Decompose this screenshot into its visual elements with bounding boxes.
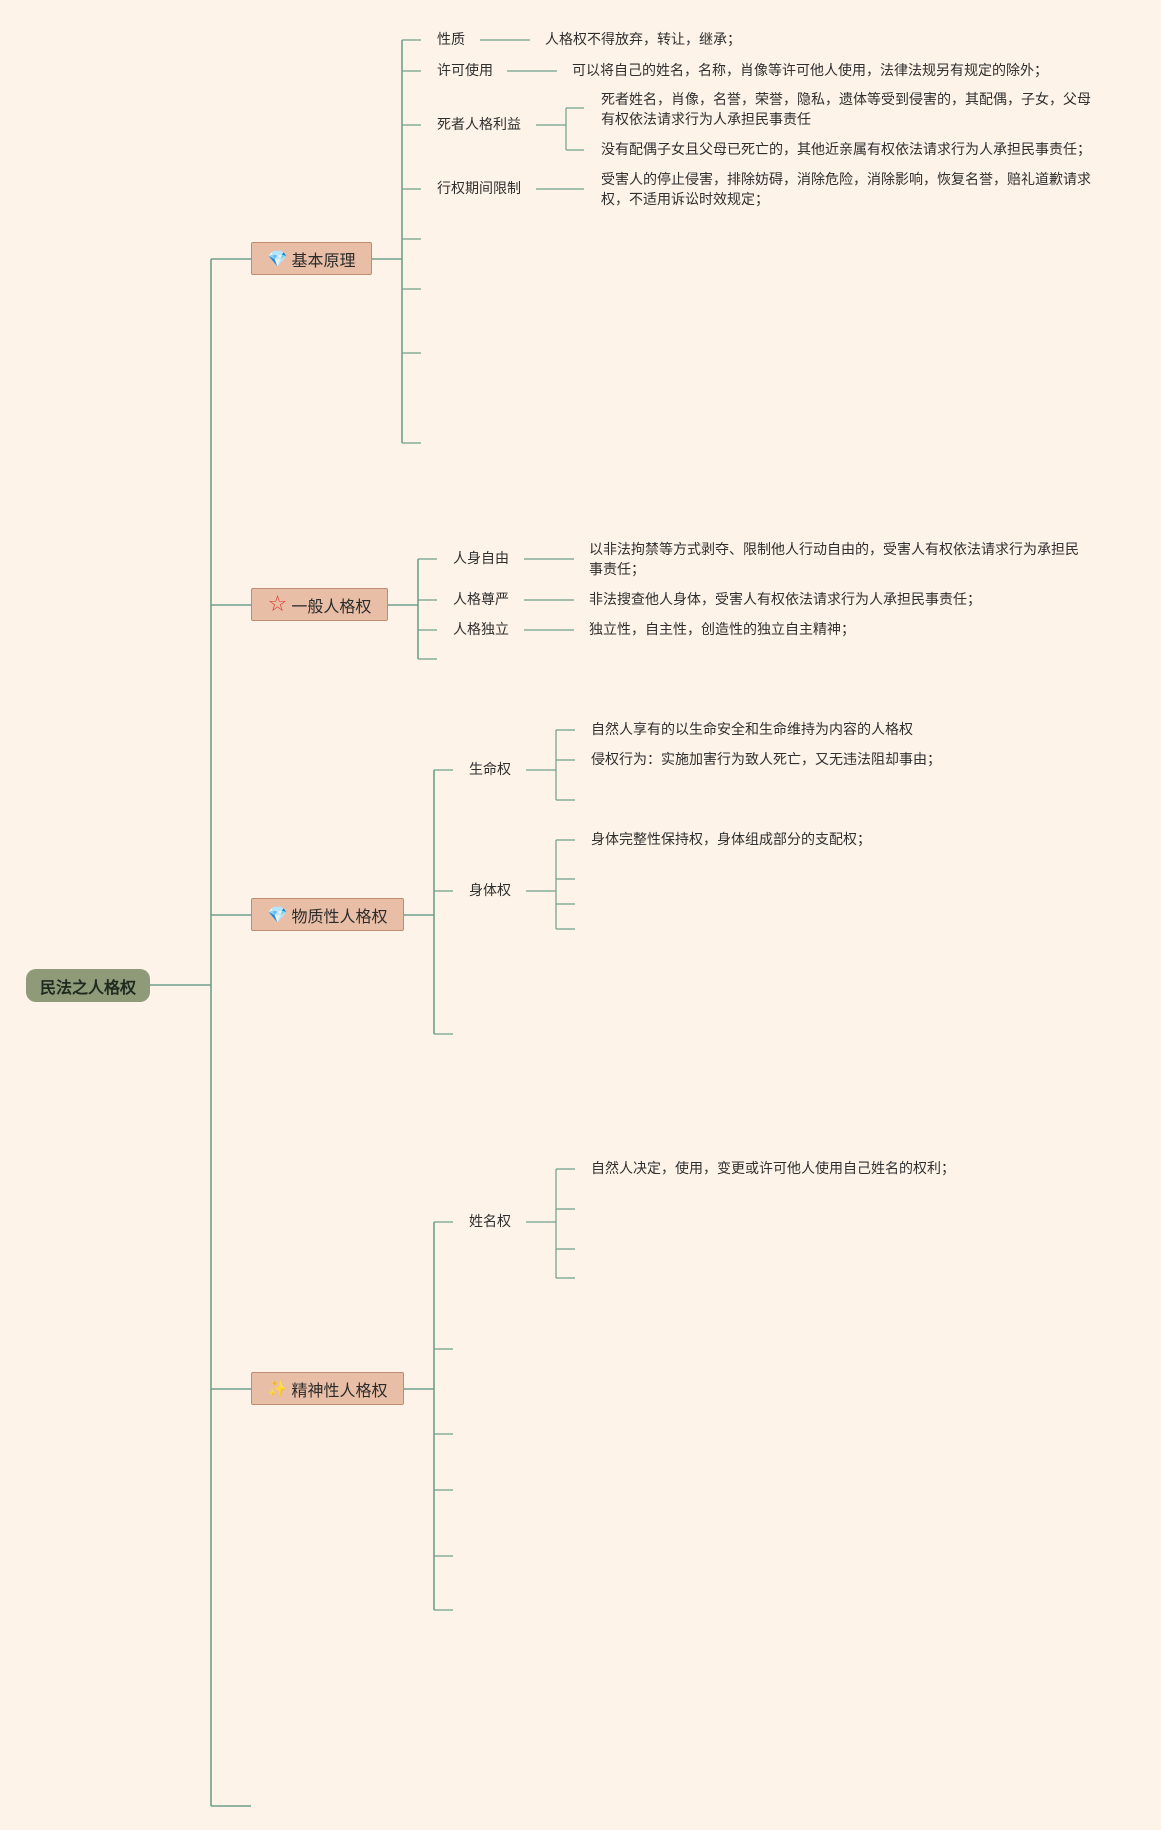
detail-right-to-body: 身体完整性保持权，身体组成部分的支配权； — [591, 832, 871, 848]
star-icon: ☆ — [267, 591, 288, 617]
topic-personal-independence[interactable]: 人格独立 — [453, 622, 509, 638]
topic-deceased-interests[interactable]: 死者人格利益 — [437, 117, 521, 133]
branch-label: 一般人格权 — [291, 596, 372, 616]
sparkle-icon: ✨ — [267, 1378, 288, 1398]
branch-label: 精神性人格权 — [291, 1380, 388, 1400]
detail-nature: 人格权不得放弃，转让，继承； — [545, 32, 741, 48]
b4-sub1 — [526, 1168, 575, 1279]
topic-licensed-use[interactable]: 许可使用 — [437, 63, 493, 79]
topic-right-to-body[interactable]: 身体权 — [469, 883, 511, 899]
branch-node-basic-principles[interactable]: 💎 基本原理 — [251, 242, 372, 275]
detail-right-to-name: 自然人决定，使用，变更或许可他人使用自己姓名的权利； — [591, 1161, 955, 1177]
root-node[interactable]: 民法之人格权 — [26, 969, 150, 1002]
branch-label: 基本原理 — [291, 250, 356, 270]
topic-nature[interactable]: 性质 — [437, 32, 465, 48]
detail-limitation-period: 受害人的停止侵害，排除妨碍，消除危险，消除影响，恢复名誉，赔礼道歉请求权，不适用… — [601, 172, 1091, 208]
topic-personal-dignity[interactable]: 人格尊严 — [453, 592, 509, 608]
detail-personal-independence: 独立性，自主性，创造性的独立自主精神； — [589, 622, 855, 638]
branch-node-general-personality[interactable]: ☆ 一般人格权 — [251, 588, 388, 621]
gem-icon: 💎 — [267, 904, 288, 924]
topic-limitation-period[interactable]: 行权期间限制 — [437, 181, 521, 197]
detail-deceased-interests-2: 没有配偶子女且父母已死亡的，其他近亲属有权依法请求行为人承担民事责任； — [601, 142, 1091, 158]
detail-deceased-interests-1: 死者姓名，肖像，名誉，荣誉，隐私，遗体等受到侵害的，其配偶，子女，父母有权依法请… — [601, 92, 1091, 128]
detail-personal-dignity: 非法搜查他人身体，受害人有权依法请求行为人承担民事责任； — [589, 592, 981, 608]
branch-node-material-personality[interactable]: 💎 物质性人格权 — [251, 898, 404, 931]
topic-right-to-life[interactable]: 生命权 — [469, 762, 511, 778]
branch-label: 物质性人格权 — [291, 906, 388, 926]
topic-personal-freedom[interactable]: 人身自由 — [453, 551, 509, 567]
detail-right-to-life-2: 侵权行为：实施加害行为致人死亡，又无违法阻却事由； — [591, 752, 941, 768]
detail-licensed-use: 可以将自己的姓名，名称，肖像等许可他人使用，法律法规另有规定的除外； — [572, 63, 1048, 79]
branch-node-spiritual-personality[interactable]: ✨ 精神性人格权 — [251, 1372, 404, 1405]
detail-personal-freedom: 以非法拘禁等方式剥夺、限制他人行动自由的，受害人有权依法请求行为承担民事责任； — [589, 542, 1079, 578]
b1-detail-3 — [536, 107, 584, 151]
detail-right-to-life-1: 自然人享有的以生命安全和生命维持为内容的人格权 — [591, 722, 913, 738]
topic-right-to-name[interactable]: 姓名权 — [469, 1214, 511, 1230]
b3-sub2 — [526, 839, 575, 930]
b3-sub1 — [526, 729, 575, 801]
gem-icon: 💎 — [267, 248, 288, 268]
